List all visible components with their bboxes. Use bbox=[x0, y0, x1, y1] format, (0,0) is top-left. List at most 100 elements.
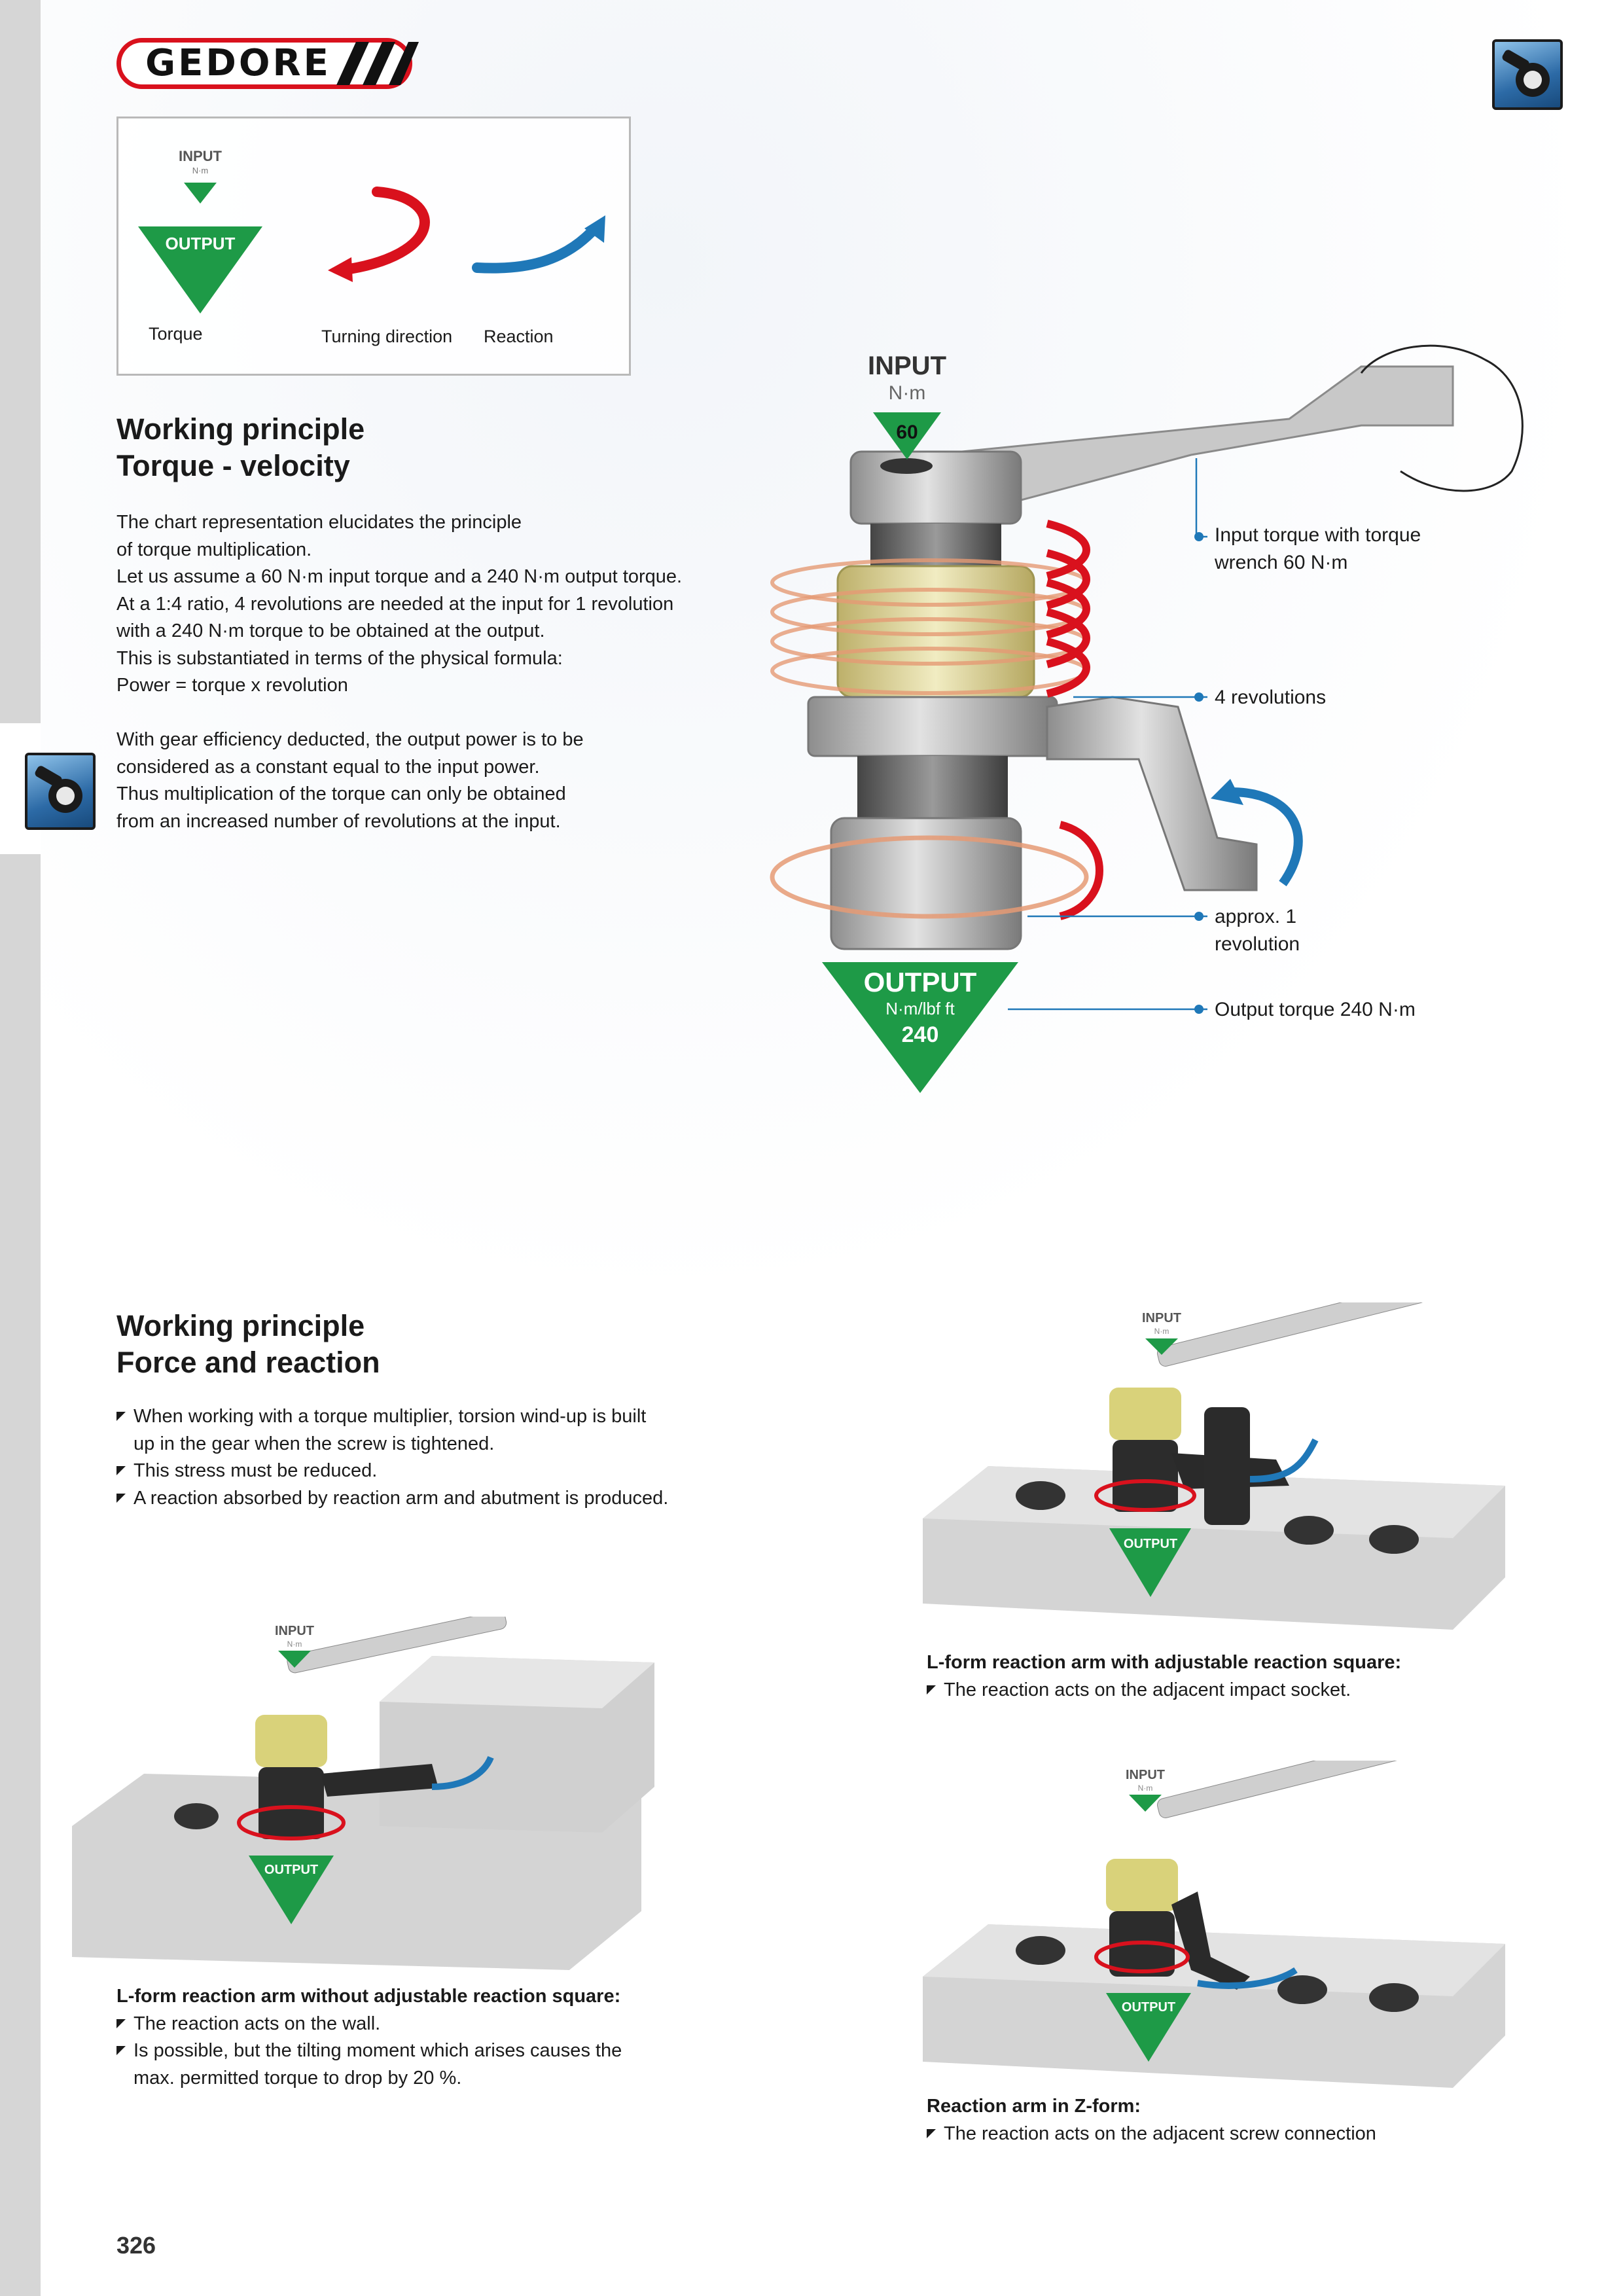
bolts bbox=[1016, 1481, 1419, 1554]
para1-line: At a 1:4 ratio, 4 revolutions are needed… bbox=[116, 593, 674, 615]
mini-gear bbox=[1106, 1859, 1178, 1911]
turning-arrow-head bbox=[328, 257, 353, 282]
legend-turning-label: Turning direction bbox=[321, 327, 453, 346]
torque-multiplier-diagram: INPUT N·m 60 OUTPUT N·m/lbf ft 240 bbox=[770, 344, 1524, 1093]
mini-input-triangle bbox=[278, 1651, 311, 1668]
section2-bullets: When working with a torque multiplier, t… bbox=[116, 1403, 771, 1512]
mini-socket bbox=[259, 1767, 324, 1839]
mini-input-triangle bbox=[1145, 1338, 1178, 1355]
section-force-reaction: Working principle Force and reaction bbox=[116, 1308, 705, 1381]
caption-title: L-form reaction arm with adjustable reac… bbox=[927, 1652, 1402, 1673]
caption-title: L-form reaction arm without adjustable r… bbox=[116, 1986, 621, 2007]
main-reaction-arrow-head bbox=[1211, 779, 1243, 805]
mini-wrench bbox=[287, 1617, 507, 1674]
callout-approx-revolution: approx. 1 revolution bbox=[1215, 903, 1300, 958]
diagram-output-triangle bbox=[822, 962, 1018, 1093]
mini-output-triangle bbox=[249, 1856, 334, 1924]
para1-line: The chart representation elucidates the … bbox=[116, 512, 522, 533]
legend-input-text: INPUT bbox=[179, 148, 223, 164]
callout-output-torque: Output torque 240 N·m bbox=[1215, 999, 1416, 1020]
mini-reaction-arrow bbox=[431, 1755, 494, 1790]
caption-bullet: The reaction acts on the adjacent screw … bbox=[927, 2121, 1568, 2148]
side-strip bbox=[0, 0, 41, 2296]
mini-output-triangle bbox=[1109, 1528, 1191, 1597]
caption-bullet: Is possible, but the tilting moment whic… bbox=[116, 2037, 771, 2065]
turning-direction-arrow bbox=[336, 187, 430, 276]
callout-4-revolutions: 4 revolutions bbox=[1215, 687, 1327, 708]
illustration-lform-wall: INPUT N·m OUTPUT bbox=[72, 1617, 654, 1970]
section1-paragraph2: With gear efficiency deducted, the outpu… bbox=[116, 726, 705, 835]
para1-line: Let us assume a 60 N·m input torque and … bbox=[116, 566, 683, 587]
callout-approx-line1: approx. 1 bbox=[1215, 906, 1297, 927]
callout-input-line1: Input torque with torque bbox=[1215, 524, 1421, 546]
section1-heading-line2: Torque - velocity bbox=[116, 449, 350, 482]
mini-turning-arrow bbox=[1094, 1941, 1190, 1973]
output-shaft bbox=[857, 756, 1008, 821]
callout-input-line2: wrench 60 N·m bbox=[1215, 552, 1348, 573]
output-revolution-ring bbox=[770, 835, 1089, 919]
para2-line: Thus multiplication of the torque can on… bbox=[116, 783, 566, 804]
reaction-arrow-head bbox=[584, 215, 605, 243]
section2-heading-line2: Force and reaction bbox=[116, 1346, 380, 1379]
wrench-head bbox=[849, 450, 1022, 525]
callout-input-torque: Input torque with torque wrench 60 N·m bbox=[1215, 522, 1421, 577]
gedore-logo: GEDORE bbox=[116, 38, 412, 89]
diagram-output-text: OUTPUT bbox=[864, 967, 977, 997]
input-turning-arrows bbox=[1046, 520, 1090, 698]
mini-output-text: OUTPUT bbox=[1124, 1537, 1177, 1551]
para2-line: considered as a constant equal to the in… bbox=[116, 756, 540, 778]
square-drive bbox=[880, 458, 933, 474]
legend-reaction-label: Reaction bbox=[484, 327, 554, 346]
diagram-output-value: 240 bbox=[902, 1022, 939, 1047]
torque-multiplier-tab-icon[interactable] bbox=[25, 753, 96, 830]
mini-wrench bbox=[1156, 1761, 1427, 1818]
callout-approx-line2: revolution bbox=[1215, 933, 1300, 955]
page-number: 326 bbox=[116, 2232, 156, 2259]
caption-bullet-continuation: max. permitted torque to drop by 20 %. bbox=[134, 2067, 462, 2089]
mini-socket bbox=[1113, 1440, 1178, 1512]
diagram-input-triangle bbox=[873, 412, 941, 459]
mini-output-triangle bbox=[1106, 1993, 1191, 2062]
section2-heading-line1: Working principle bbox=[116, 1309, 365, 1342]
illustration-lform-adjustable: INPUT N·m OUTPUT bbox=[923, 1302, 1505, 1630]
callout-lines bbox=[1008, 458, 1207, 1011]
legend-graphics: INPUT N·m OUTPUT bbox=[138, 148, 605, 314]
caption-title: Reaction arm in Z-form: bbox=[927, 2096, 1141, 2117]
main-reaction-arrow bbox=[1230, 787, 1303, 887]
mini-input-unit: N·m bbox=[287, 1640, 302, 1649]
mini-input-text: INPUT bbox=[1142, 1311, 1181, 1325]
legend-input-triangle bbox=[184, 183, 217, 204]
mini-input-text: INPUT bbox=[1126, 1768, 1165, 1782]
adjacent-socket bbox=[1204, 1407, 1250, 1525]
bullet-item: When working with a torque multiplier, t… bbox=[116, 1403, 771, 1431]
bullet-item: A reaction absorbed by reaction arm and … bbox=[116, 1485, 771, 1513]
para1-line: Power = torque x revolution bbox=[116, 675, 348, 696]
mini-output-text: OUTPUT bbox=[264, 1863, 318, 1877]
section1-heading-line1: Working principle bbox=[116, 412, 365, 446]
mini-input-unit: N·m bbox=[1154, 1327, 1169, 1336]
para1-line: with a 240 N·m torque to be obtained at … bbox=[116, 620, 545, 641]
para2-line: from an increased number of revolutions … bbox=[116, 810, 561, 832]
bolts bbox=[1016, 1936, 1419, 2012]
caption-zform: Reaction arm in Z-form: The reaction act… bbox=[927, 2093, 1568, 2147]
mini-turning-arrow bbox=[237, 1805, 346, 1840]
caption-bullet: The reaction acts on the adjacent impact… bbox=[927, 1677, 1568, 1704]
torque-multiplier-category-icon[interactable] bbox=[1492, 39, 1563, 110]
logo-text: GEDORE bbox=[145, 42, 331, 84]
mini-turning-arrow bbox=[1094, 1479, 1196, 1512]
callout-dots bbox=[1194, 532, 1204, 1014]
mini-gear bbox=[1109, 1388, 1181, 1440]
reaction-arm bbox=[1046, 696, 1258, 891]
reaction-arrow bbox=[472, 223, 600, 274]
mini-output-text: OUTPUT bbox=[1122, 2000, 1175, 2015]
para1-line: of torque multiplication. bbox=[116, 539, 312, 560]
para1-line: This is substantiated in terms of the ph… bbox=[116, 647, 563, 669]
legend-input-unit: N·m bbox=[192, 166, 209, 175]
mini-reaction-arrow bbox=[1249, 1438, 1319, 1482]
mini-reaction-arm bbox=[321, 1764, 438, 1797]
z-reaction-arm bbox=[1171, 1892, 1250, 1990]
section-torque-velocity: Working principle Torque - velocity bbox=[116, 411, 705, 484]
mini-input-unit: N·m bbox=[1138, 1784, 1153, 1793]
diagram-input-unit: N·m bbox=[889, 382, 926, 404]
hand-outline bbox=[1360, 344, 1524, 492]
